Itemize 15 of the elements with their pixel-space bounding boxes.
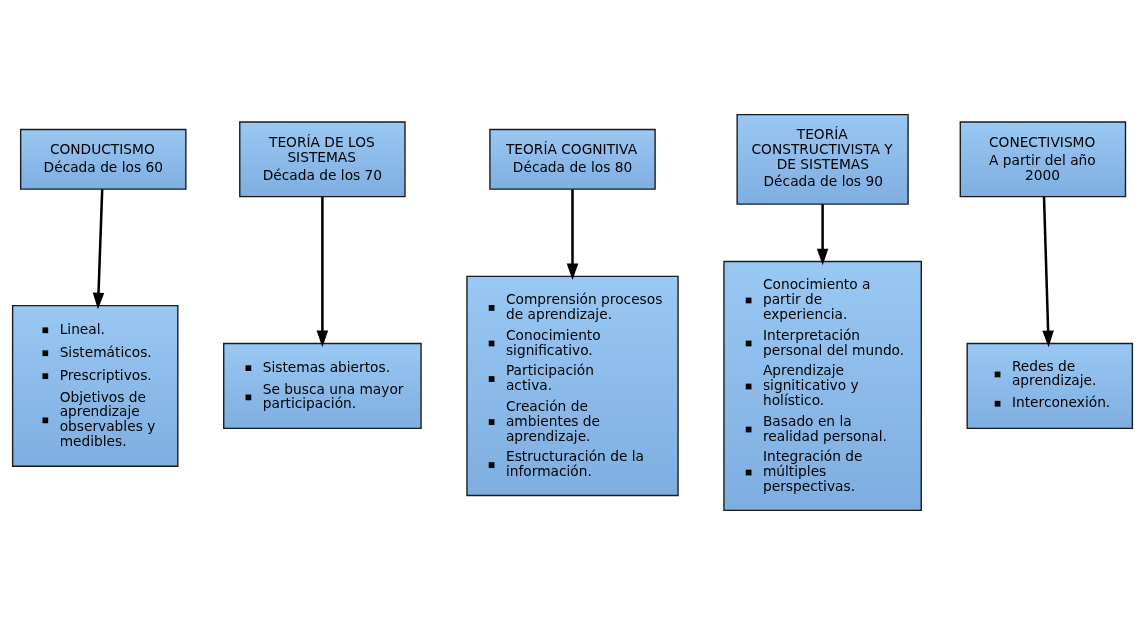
arrow [1042, 196, 1054, 347]
node-box: Redes de aprendizaje. Interconexión. [966, 342, 1134, 429]
node-box: TEORÍA CONSTRUCTIVISTA Y DE SISTEMAS Década de los 90 [736, 113, 909, 205]
arrow [316, 196, 329, 347]
node-box: Sistemas abiertos. Se busca una mayor participación. [223, 342, 422, 429]
node-box: Conocimiento a partir de experiencia. Interpretación personal del mundo. Aprendizaje signiticativo y holístico. Basado en la realidad personal. Integración de múltiples perspectivas. [723, 260, 922, 511]
node-box: CONDUCTISMO Década de los 60 [19, 128, 187, 190]
node-box: Comprensión procesos de aprendizaje. Conocimiento significativo. Participación activa. Creación de ambientes de aprendizaje. Estructuración de la información. [466, 275, 679, 496]
node-box: TEORÍA COGNITIVA Década de los 80 [489, 128, 656, 190]
node-box: CONECTIVISMO A partir del año 2000 [959, 120, 1127, 197]
node-box: TEORÍA DE LOS SISTEMAS Década de los 70 [239, 120, 406, 197]
arrow [92, 188, 105, 309]
arrow [566, 188, 579, 280]
arrow [816, 203, 829, 265]
node-box: Lineal. Sistemáticos. Prescriptivos. Objetivos de aprendizaje observables y medibles. [11, 304, 179, 467]
